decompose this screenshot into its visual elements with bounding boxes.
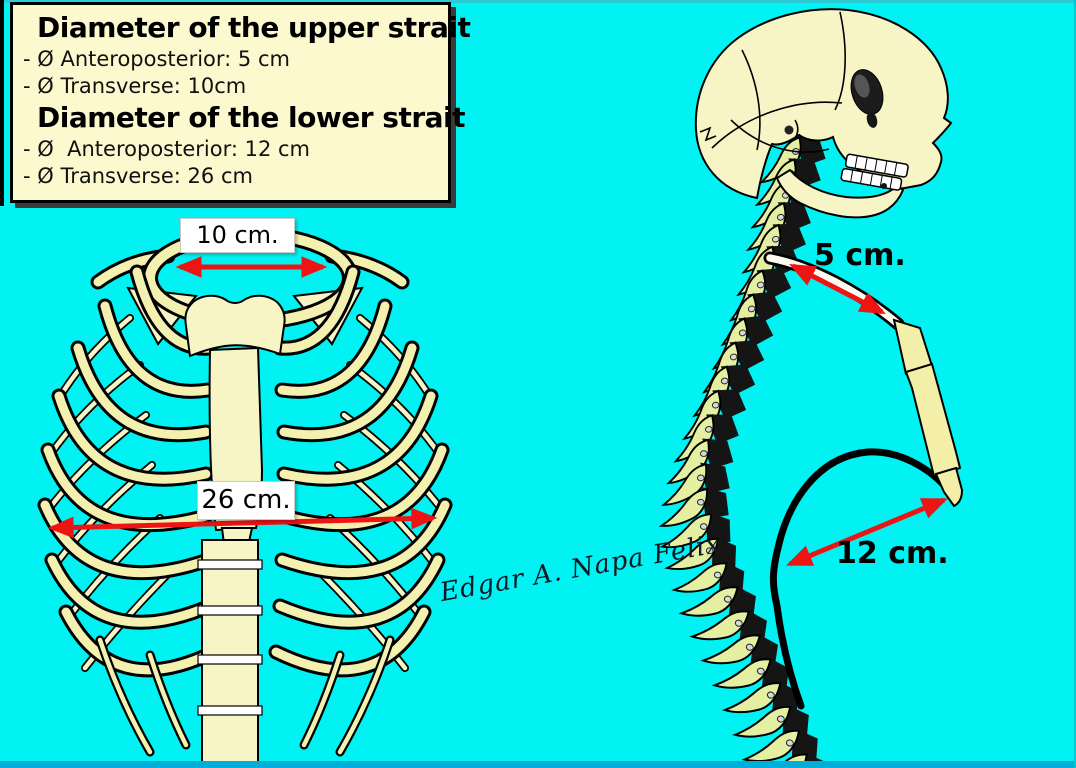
slide-top-edge — [0, 0, 1076, 3]
ribs — [37, 264, 453, 678]
upper-strait-title: Diameter of the upper strait — [37, 11, 471, 44]
diameters-info-box: Diameter of the upper strait - Ø Anterop… — [10, 2, 471, 203]
nasal-aperture — [866, 112, 878, 128]
sternum-lateral — [892, 318, 964, 508]
lower-anteroposterior-line: - Ø Anteroposterior: 12 cm — [23, 137, 310, 161]
upper-transverse-measure-label: 10 cm. — [180, 218, 295, 253]
skull-lateral — [694, 8, 953, 219]
sternum-body-lateral — [904, 362, 962, 478]
xiphoid-lateral — [934, 466, 964, 508]
lower-spine-column — [201, 539, 259, 768]
slide-bottom-edge — [0, 761, 1076, 768]
slide-left-edge — [0, 0, 4, 206]
lower-anteroposterior-measure-label: 12 cm. — [836, 536, 949, 571]
mandible — [775, 168, 905, 219]
sternum-and-spine-column — [184, 294, 286, 768]
upper-anteroposterior-measure-label: 5 cm. — [814, 238, 906, 273]
upper-anteroposterior-line: - Ø Anteroposterior: 5 cm — [23, 47, 290, 71]
skeleton-lateral-illustration — [660, 8, 964, 768]
lower-transverse-line: - Ø Transverse: 26 cm — [23, 164, 253, 188]
cranium — [694, 8, 953, 200]
measurement-arrows — [47, 256, 949, 567]
ear-canal — [784, 125, 794, 135]
arrow-lower-transverse-26cm — [47, 507, 438, 539]
mental-foramen — [881, 183, 887, 189]
slide-right-edge — [1074, 0, 1076, 768]
lower-strait-title: Diameter of the lower strait — [37, 101, 466, 134]
ribcage-anterior-illustration — [37, 226, 453, 768]
manubrium — [184, 294, 286, 358]
floating-rib-tips — [95, 635, 395, 757]
suture-line — [711, 101, 843, 149]
vertebral-column-lateral — [660, 131, 832, 768]
arrow-lower-anteroposterior-12cm — [785, 497, 949, 567]
costal-arch-curve — [769, 448, 959, 710]
lower-transverse-measure-label: 26 cm. — [197, 481, 295, 520]
upper-transverse-line: - Ø Transverse: 10cm — [23, 74, 247, 98]
arrow-upper-anteroposterior-5cm — [789, 263, 886, 315]
